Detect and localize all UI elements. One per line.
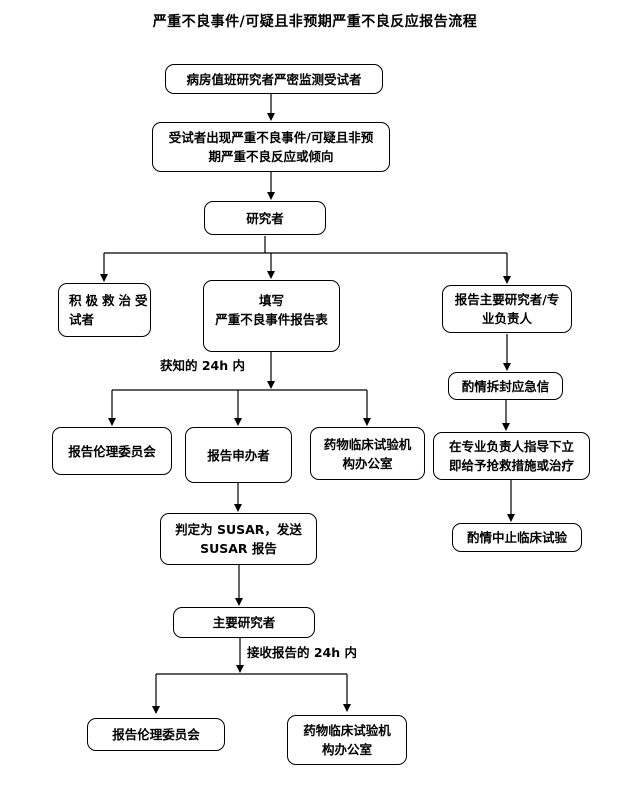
node-text: 报告申办者 xyxy=(207,447,270,463)
node-event-occurs: 受试者出现严重不良事件/可疑且非预 期严重不良反应或倾向 xyxy=(152,122,390,172)
node-text: 报告伦理委员会 xyxy=(112,727,200,742)
node-text: 积极救治受 xyxy=(69,293,152,308)
node-text: 受试者出现严重不良事件/可疑且非预 xyxy=(168,130,374,145)
node-susar-report: 判定为 SUSAR，发送 SUSAR 报告 xyxy=(160,513,317,565)
node-text: 酌情中止临床试验 xyxy=(466,530,567,545)
label-within-24h-of-knowing: 获知的 24h 内 xyxy=(160,358,245,373)
node-guided-rescue: 在专业负责人指导下立 即给予抢救措施或治疗 xyxy=(433,432,590,480)
node-text: 填写 xyxy=(258,293,284,308)
node-text: 构办公室 xyxy=(342,455,393,471)
node-investigator: 研究者 xyxy=(204,201,326,235)
node-text: 报告伦理委员会 xyxy=(68,443,156,459)
node-text: 试者 xyxy=(69,312,95,327)
node-text: 药物临床试验机 xyxy=(323,436,412,452)
node-text: 严重不良事件报告表 xyxy=(215,312,328,327)
node-text: 研究者 xyxy=(246,210,284,226)
node-suspend-trial: 酌情中止临床试验 xyxy=(452,523,582,552)
node-text: 主要研究者 xyxy=(212,615,276,630)
node-text: 即给予抢救措施或治疗 xyxy=(448,458,574,473)
node-open-emergency-letter: 酌情拆封应急信 xyxy=(448,372,563,400)
node-report-sponsor: 报告申办者 xyxy=(185,427,292,483)
node-text: 判定为 SUSAR，发送 xyxy=(175,522,302,537)
node-trial-office-1: 药物临床试验机 构办公室 xyxy=(310,427,425,480)
node-text: 业负责人 xyxy=(481,311,532,326)
node-active-rescue: 积极救治受 试者 xyxy=(58,283,151,337)
node-ward-monitor: 病房值班研究者严密监测受试者 xyxy=(165,64,383,94)
node-report-ethics-committee-1: 报告伦理委员会 xyxy=(52,427,172,475)
node-trial-office-2: 药物临床试验机 构办公室 xyxy=(287,715,407,765)
node-text: 报告主要研究者/专 xyxy=(454,292,560,307)
node-report-ethics-committee-2: 报告伦理委员会 xyxy=(87,718,225,751)
node-principal-investigator: 主要研究者 xyxy=(173,607,315,638)
node-text: SUSAR 报告 xyxy=(200,541,277,556)
node-text: 期严重不良反应或倾向 xyxy=(208,149,334,164)
diagram-title: 严重不良事件/可疑且非预期严重不良反应报告流程 xyxy=(152,14,478,30)
node-report-principal-investigator: 报告主要研究者/专 业负责人 xyxy=(442,285,572,333)
node-text: 酌情拆封应急信 xyxy=(461,378,550,394)
node-text: 药物临床试验机 xyxy=(303,723,391,738)
node-text: 病房值班研究者严密监测受试者 xyxy=(186,71,362,87)
node-text: 构办公室 xyxy=(321,742,372,757)
node-text: 在专业负责人指导下立 xyxy=(448,439,574,454)
node-fill-sae-form: 填写 严重不良事件报告表 xyxy=(203,280,340,352)
label-within-24h-of-receiving: 接收报告的 24h 内 xyxy=(247,645,357,660)
